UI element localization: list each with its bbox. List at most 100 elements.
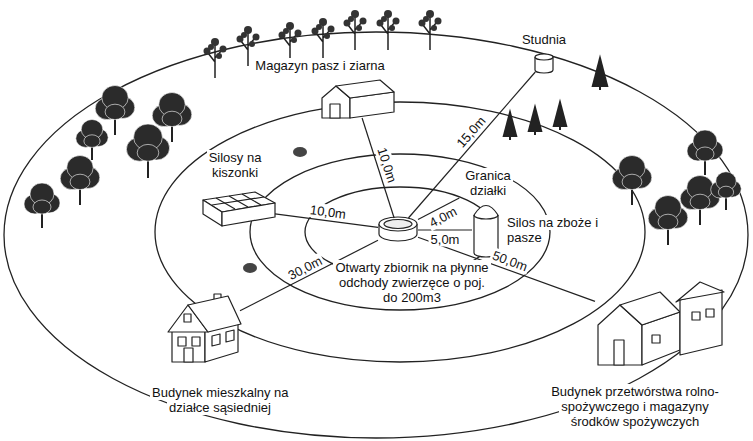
tree (208, 44, 214, 50)
tree (84, 135, 100, 148)
well (535, 54, 553, 73)
tree (377, 10, 400, 50)
tree (612, 156, 652, 206)
processing-building (614, 340, 624, 365)
conifer (534, 131, 536, 135)
distance-label-box: 10,0m (307, 202, 349, 222)
tree (423, 16, 429, 22)
storage-building (330, 104, 340, 118)
tree (687, 130, 723, 175)
tree (76, 119, 108, 160)
tree (126, 124, 169, 178)
silage-silos (203, 192, 275, 226)
neighbour-house (188, 296, 241, 332)
zone-ellipse (4, 32, 748, 438)
neighbour-house (192, 337, 200, 346)
distance-label: 10,0m (307, 202, 349, 222)
object-label: Budynek przetwórstwa rolno- spożywczego … (549, 384, 721, 429)
distance-label: 15,0m (453, 112, 491, 152)
tree (690, 194, 710, 209)
tree (381, 16, 387, 22)
tree (312, 18, 335, 58)
tree (60, 156, 100, 206)
tree (431, 25, 437, 31)
tree (249, 41, 255, 47)
distance-line (408, 72, 535, 218)
conifer (599, 86, 601, 90)
conifer (553, 99, 568, 128)
storage-building (322, 80, 394, 118)
site-object: Studnia (533, 52, 555, 72)
label-box: Silos na zboże i pasze (505, 215, 600, 245)
object-label: Otwarty zbiornik na płynne odchody zwier… (333, 260, 490, 305)
tree (360, 18, 367, 25)
label-box: Granica działki (458, 168, 518, 198)
site-object: Granica działki (458, 168, 518, 198)
site-object: Budynek mieszkalny na działce sąsiedniej (165, 295, 240, 365)
tree (356, 25, 362, 31)
object-label: Studnia (520, 32, 568, 47)
slurry-tank (379, 217, 417, 241)
conifer (503, 109, 518, 138)
distance-label: 50,0m (488, 247, 531, 275)
label-box: Otwarty zbiornik na płynne odchody zwier… (332, 260, 492, 305)
bush (243, 263, 257, 273)
label-box: Studnia (514, 32, 574, 47)
tree (24, 10, 741, 273)
neighbour-house (178, 337, 186, 346)
tree (718, 186, 733, 198)
tree (253, 34, 260, 41)
label-box: Silosy na kiszonki (195, 150, 275, 180)
storage-building (336, 80, 394, 98)
neighbour-house (212, 334, 220, 346)
conifer (592, 54, 609, 87)
processing-building (692, 312, 700, 320)
well (535, 54, 553, 60)
tree (295, 30, 302, 37)
distance-label-box: 50,0m (488, 247, 531, 275)
silage-silos (212, 197, 264, 205)
object-label: Granica działki (463, 168, 513, 198)
tree (316, 24, 322, 30)
tree (348, 16, 354, 22)
tree (435, 18, 442, 25)
tree (658, 214, 678, 229)
neighbour-house (172, 330, 205, 362)
distance-label-box: 30,0m (284, 252, 327, 284)
processing-building (598, 282, 724, 365)
label-box: Budynek przetwórstwa rolno- spożywczego … (545, 384, 725, 429)
tree (622, 174, 642, 189)
grain-silo (474, 206, 498, 216)
conifer (553, 99, 568, 131)
distance-label: 30,0m (284, 252, 327, 284)
tree (137, 144, 159, 161)
tree (70, 174, 90, 189)
distance-label-box: 10,0m (373, 144, 400, 187)
zone-ellipse (155, 102, 645, 362)
conifer (528, 104, 543, 136)
distance-label: 10,0m (373, 144, 400, 187)
tree (328, 26, 335, 33)
conifer (528, 104, 543, 133)
distance-line (418, 229, 472, 230)
processing-building (620, 292, 680, 325)
conifer (592, 54, 609, 90)
neighbour-house (168, 294, 241, 362)
site-object: Otwarty zbiornik na płynne odchody zwier… (378, 218, 418, 242)
tree (696, 147, 714, 161)
object-label: Silos na zboże i pasze (505, 215, 600, 245)
label-box: Budynek mieszkalny na działce sąsiedniej (150, 385, 290, 415)
slurry-tank (379, 217, 417, 231)
distance-label: 4,0m (425, 202, 461, 231)
site-object: Budynek przetwórstwa rolno- spożywczego … (595, 280, 725, 370)
conifer (509, 136, 511, 140)
tree (220, 46, 227, 53)
tree (162, 111, 182, 126)
tree (291, 37, 297, 43)
neighbour-house (184, 348, 193, 362)
object-label: Budynek mieszkalny na działce sąsiedniej (150, 385, 291, 415)
tree (279, 22, 302, 62)
grain-silo (474, 215, 498, 219)
tree (344, 10, 367, 50)
